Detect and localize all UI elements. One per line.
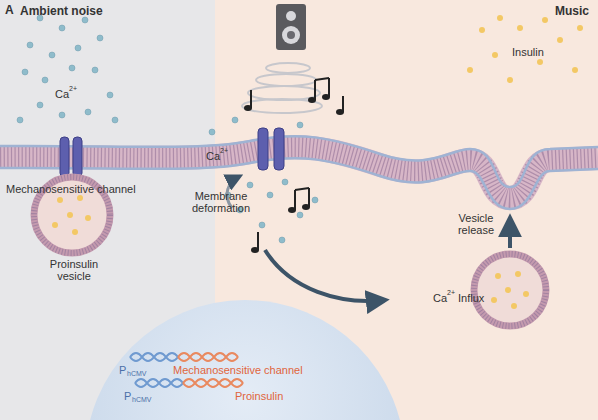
node-text: Proinsulin: [235, 390, 283, 402]
vesicle-label: Proinsulin vesicle: [37, 258, 111, 282]
ion-charge: 2+: [69, 83, 77, 95]
insulin-label: Insulin: [512, 46, 544, 58]
deformation-label: Membrane deformation: [186, 190, 256, 214]
node-text: hCMV: [127, 370, 146, 377]
proinsulin-vesicle: [474, 254, 546, 326]
panel-letter: A: [5, 4, 14, 16]
speaker: [276, 4, 306, 50]
ion-charge: 2+: [447, 287, 455, 299]
node-text: P: [119, 364, 126, 376]
node-text: Ambient noise: [20, 4, 103, 18]
ion-charge: 2+: [220, 145, 228, 157]
channel-label: Mechanosensitive channel: [6, 183, 136, 195]
node-text: hCMV: [132, 396, 151, 403]
influx-label: Influx: [458, 292, 484, 304]
node-text: Mechanosensitive channel: [173, 364, 303, 376]
ion-label: Ca: [55, 88, 69, 100]
ion-label: Ca: [433, 292, 447, 304]
node-text: P: [124, 390, 131, 402]
release-label: Vesicle release: [452, 212, 500, 236]
ion-label: Ca: [206, 150, 220, 162]
node-text: Music: [555, 4, 589, 18]
release-arrow: [508, 218, 512, 248]
